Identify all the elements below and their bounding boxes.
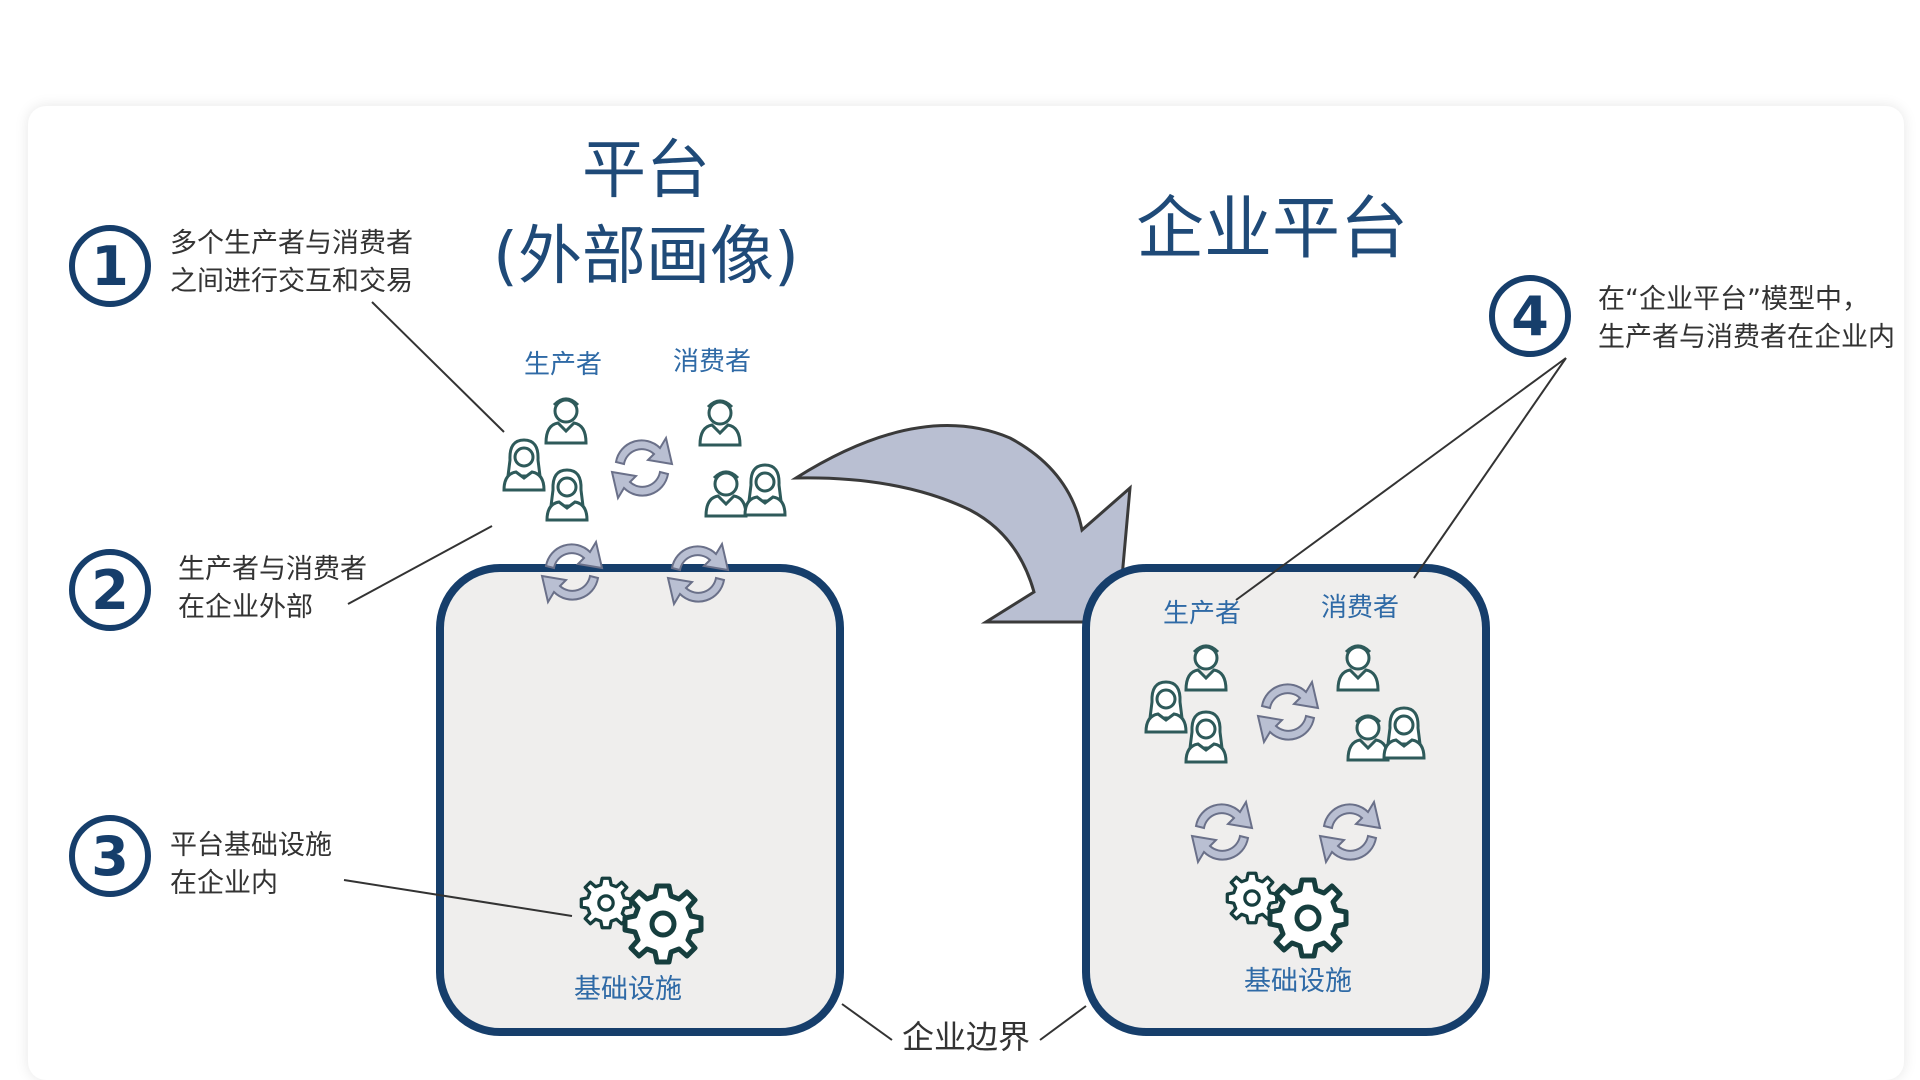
left-consumer-label: 消费者 <box>673 347 751 377</box>
callout-1-line2: 之间进行交互和交易 <box>170 266 413 297</box>
callout-3-line2: 在企业内 <box>170 868 278 899</box>
right-title: 企业平台 <box>1136 190 1408 269</box>
left-producer-label: 生产者 <box>524 350 602 380</box>
left-infrastructure-label: 基础设施 <box>574 974 682 1005</box>
callout-2-line2: 在企业外部 <box>178 592 313 623</box>
callout-4-line1: 在“企业平台”模型中， <box>1598 284 1869 315</box>
callout-3-number: 3 <box>91 825 129 888</box>
left-title-line1: 平台 <box>582 134 710 208</box>
callout-1-number: 1 <box>91 235 129 298</box>
callout-4-leader-b <box>1413 357 1567 579</box>
right-enterprise-box <box>1082 564 1490 1036</box>
callout-2-number: 2 <box>91 559 129 622</box>
right-infrastructure-label: 基础设施 <box>1244 966 1352 997</box>
transition-arrow <box>790 424 1132 624</box>
callout-3-badge <box>69 815 151 897</box>
callout-2-badge <box>69 549 151 631</box>
callout-1-line1: 多个生产者与消费者 <box>170 228 413 259</box>
callout-1-badge <box>69 225 151 307</box>
callout-4-badge <box>1489 275 1571 357</box>
boundary-leader-right <box>1039 1005 1087 1041</box>
callout-2-line1: 生产者与消费者 <box>178 554 367 585</box>
right-producer-label: 生产者 <box>1163 599 1241 629</box>
callout-4-line2: 生产者与消费者在企业内 <box>1598 322 1895 353</box>
boundary-leader-left <box>841 1003 893 1041</box>
callout-3-line1: 平台基础设施 <box>170 830 332 861</box>
callout-2-leader <box>347 525 493 605</box>
callout-3-leader <box>343 879 573 917</box>
callout-1-leader <box>371 301 505 433</box>
left-exchange-cycle-icon <box>611 437 673 499</box>
enterprise-boundary-label: 企业边界 <box>902 1018 1030 1056</box>
callout-4-leader-a <box>1235 357 1567 601</box>
left-consumers-icon <box>698 399 787 518</box>
left-enterprise-box <box>436 564 844 1036</box>
diagram-card <box>28 106 1904 1080</box>
right-consumer-label: 消费者 <box>1321 593 1399 623</box>
callout-4-number: 4 <box>1511 285 1549 348</box>
left-title-line2: (外部画像) <box>493 220 799 294</box>
left-producers-icon <box>502 397 589 522</box>
